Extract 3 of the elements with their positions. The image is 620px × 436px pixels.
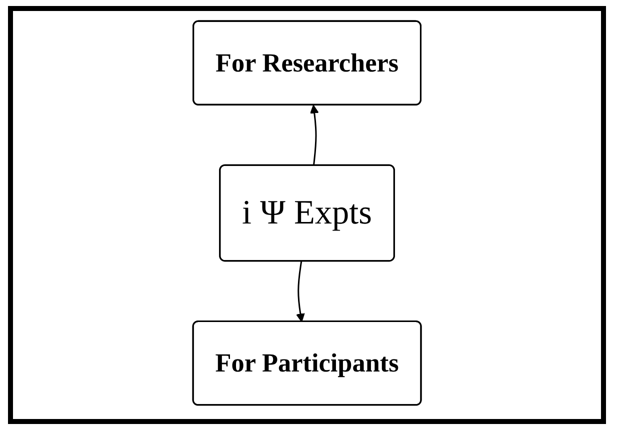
page-border: For Researchers i Ψ Expts For Participants (8, 6, 606, 424)
arrow (296, 260, 305, 322)
arrow (310, 104, 319, 166)
